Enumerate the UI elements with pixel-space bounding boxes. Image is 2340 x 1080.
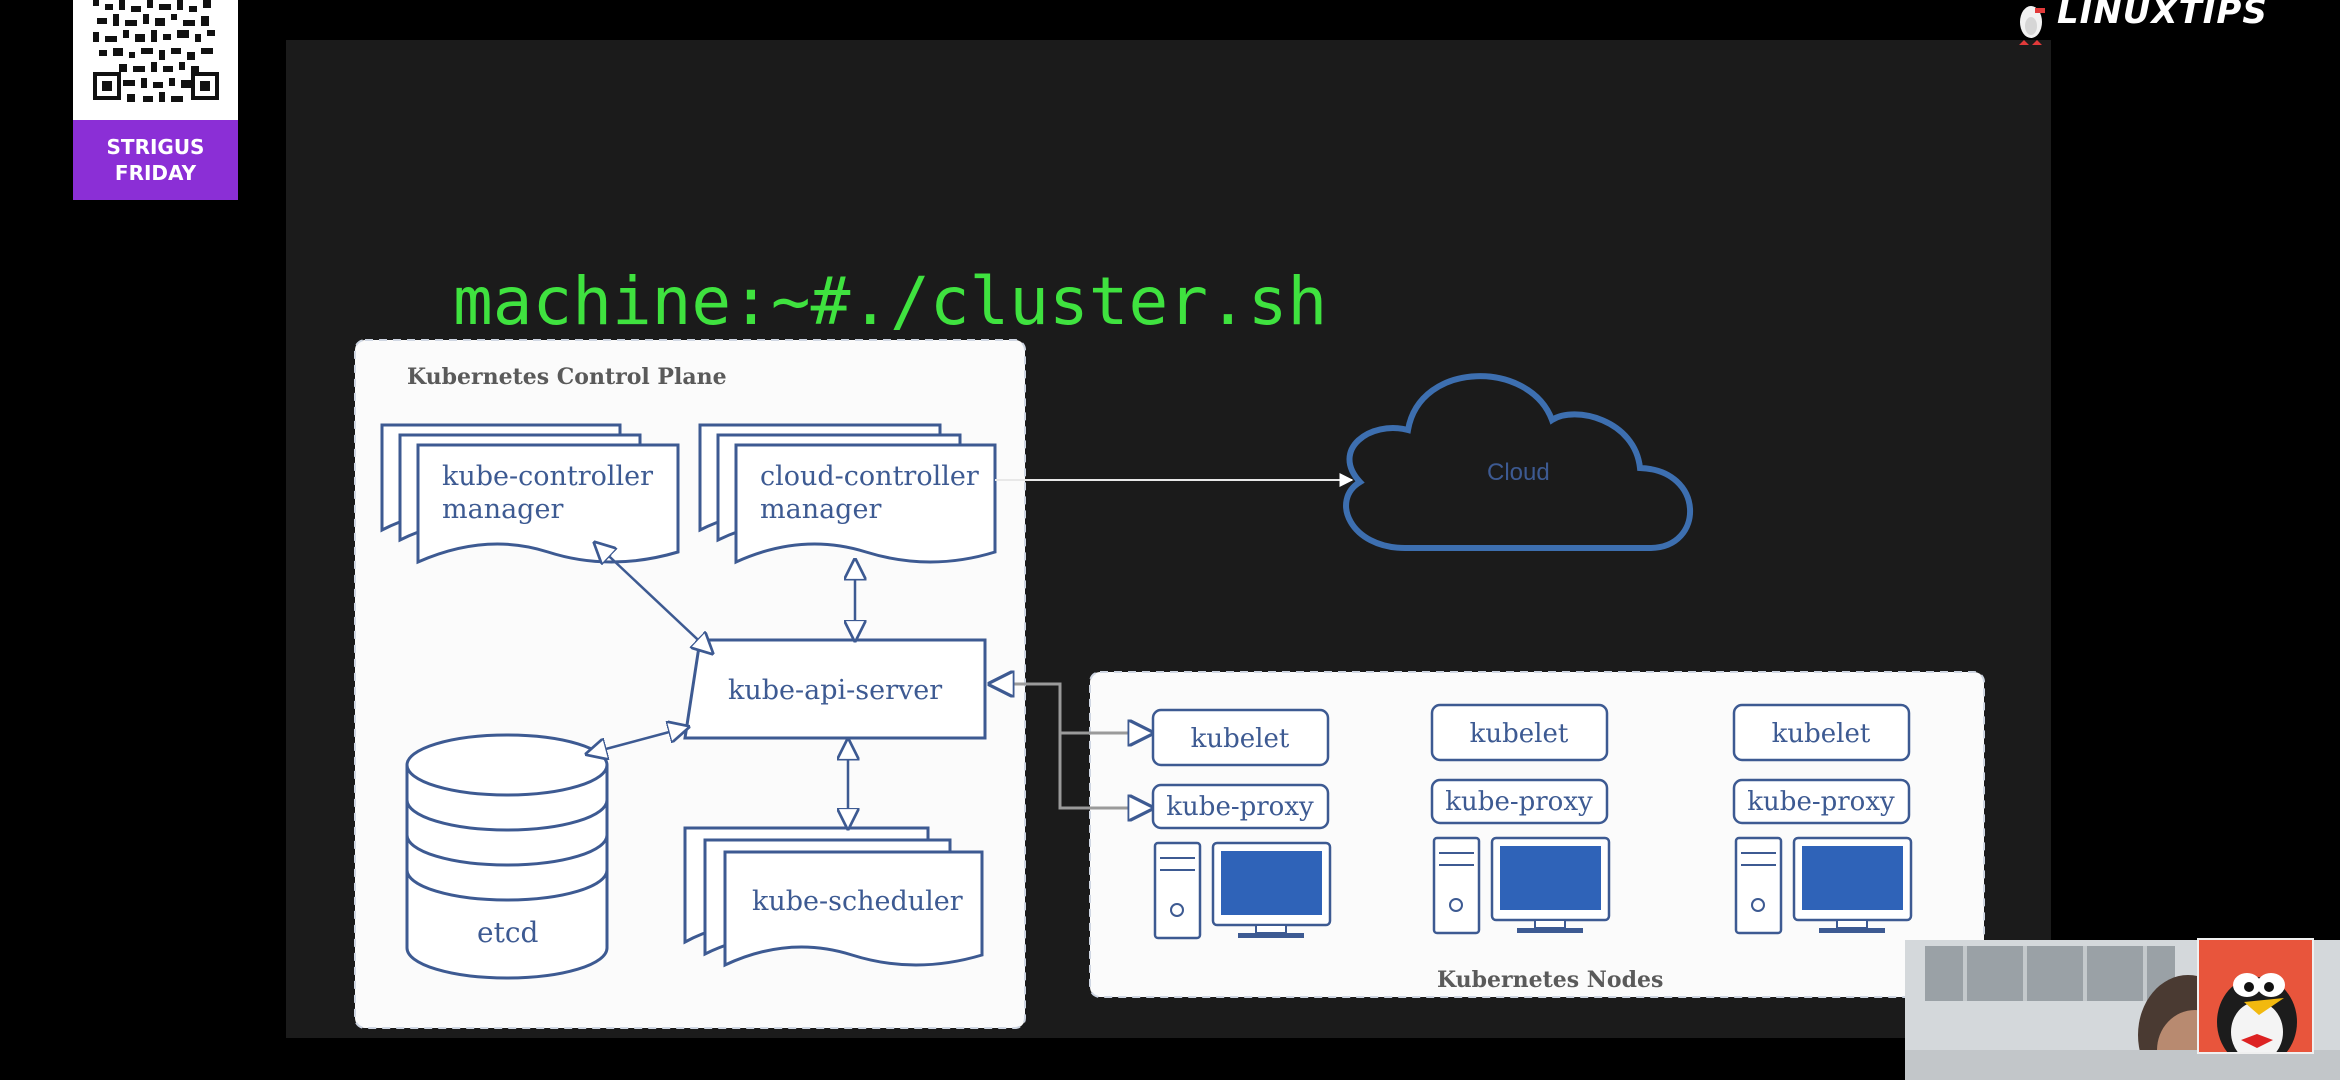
qr-code <box>73 0 238 120</box>
control-plane-connectors <box>587 543 855 828</box>
kubelet-label: kubelet <box>1772 719 1871 749</box>
ccm-label-line-2: manager <box>760 494 881 525</box>
badge-line-1: STRIGUS <box>106 135 205 159</box>
kubelet-box <box>1732 703 1911 762</box>
kube-proxy-label: kube-proxy <box>1747 787 1895 817</box>
command-heading: machine:~#./cluster.sh <box>453 263 1328 340</box>
kube-proxy-label: kube-proxy <box>1445 787 1593 817</box>
computer-icon <box>1734 836 1913 935</box>
kubelet-label: kubelet <box>1470 719 1569 749</box>
kube-proxy-box <box>1732 778 1911 825</box>
qr-badge[interactable]: STRIGUS FRIDAY <box>73 0 238 200</box>
computer-icon <box>1153 841 1332 940</box>
node-1: kubelet kube-proxy <box>1151 708 1332 940</box>
etcd-label: etcd <box>477 916 539 949</box>
control-plane-title: Kubernetes Control Plane <box>407 364 727 390</box>
scheduler-label: kube-scheduler <box>752 886 963 917</box>
kube-api-server-box: kube-api-server <box>683 638 987 740</box>
kubelet-box <box>1151 708 1330 767</box>
badge-line-2: FRIDAY <box>114 161 197 185</box>
computer-icon <box>1432 836 1611 935</box>
kube-controller-manager-box: kube-controller manager <box>380 423 680 565</box>
kube-proxy-label: kube-proxy <box>1166 792 1314 822</box>
kubelet-box <box>1430 703 1609 762</box>
penguin-logo-icon <box>2019 6 2045 45</box>
kube-proxy-box <box>1151 783 1330 830</box>
cloud-shape: Cloud <box>1343 373 1694 551</box>
cloud-controller-manager-box: cloud-controller manager <box>698 423 997 565</box>
badge-label: STRIGUS FRIDAY <box>73 120 238 200</box>
brand-logo: LINUXTIPS <box>2015 0 2268 45</box>
nodes-title: Kubernetes Nodes <box>1437 967 1663 993</box>
api-to-node-connectors <box>990 684 1152 808</box>
kcm-label-line-1: kube-controller <box>442 461 653 492</box>
kube-proxy-box <box>1430 778 1609 825</box>
kubelet-label: kubelet <box>1191 724 1290 754</box>
node-2: kubelet kube-proxy <box>1430 703 1611 935</box>
etcd-database-icon: etcd <box>405 733 609 980</box>
penguin-avatar <box>2197 938 2314 1054</box>
api-server-label: kube-api-server <box>728 675 942 706</box>
kcm-label-line-2: manager <box>442 494 563 525</box>
cloud-label: Cloud <box>1487 459 1550 486</box>
kube-scheduler-box: kube-scheduler <box>683 826 984 968</box>
ccm-label-line-1: cloud-controller <box>760 461 979 492</box>
node-3: kubelet kube-proxy <box>1732 703 1913 935</box>
